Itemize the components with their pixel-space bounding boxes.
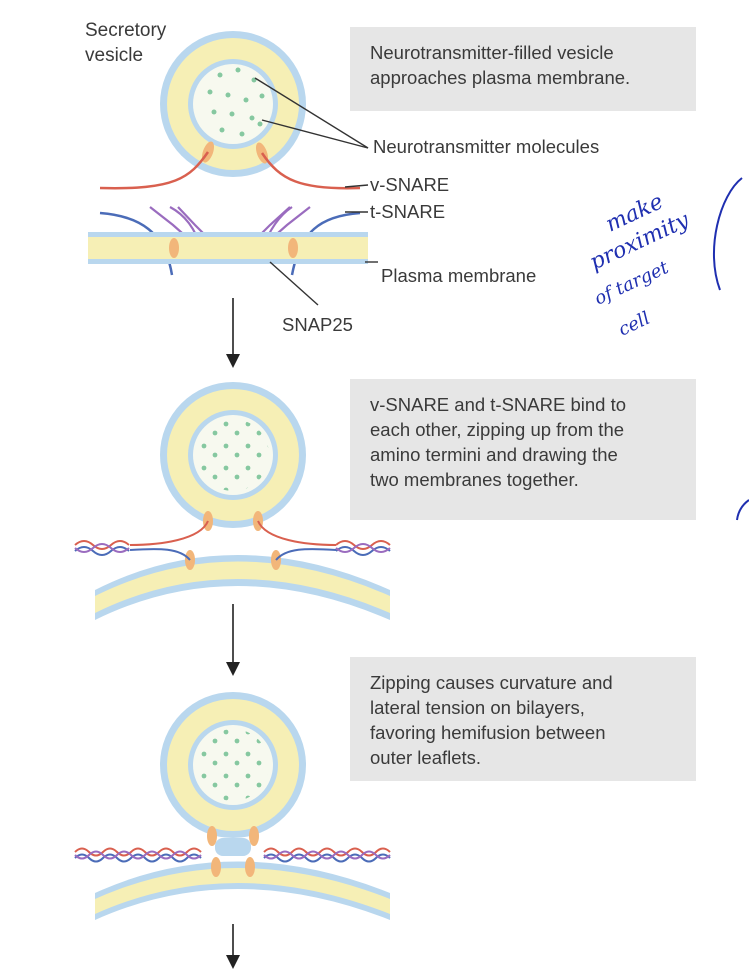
label-snap25: SNAP25 (282, 314, 353, 335)
handwritten-annotation: make proximity of target cell (586, 189, 694, 340)
step-3-caption-line-3: favoring hemifusion between (370, 722, 606, 743)
curved-plasma-membrane-2 (95, 555, 390, 620)
label-secretory-line-1: Secretory (85, 20, 167, 41)
label-neurotransmitter-molecules: Neurotransmitter molecules (373, 136, 600, 157)
label-v-snare: v-SNARE (370, 174, 450, 195)
step-1-caption-line-1: Neurotransmitter-filled vesicle (370, 42, 614, 63)
secretory-vesicle (160, 31, 306, 177)
secretory-vesicle-2 (160, 382, 306, 528)
snare-complex-3 (74, 826, 391, 877)
note-line-4: cell (615, 308, 653, 341)
curved-plasma-membrane-3 (95, 838, 390, 920)
step-3-caption-line-1: Zipping causes curvature and (370, 672, 613, 693)
step-2-caption-line-2: each other, zipping up from the (370, 419, 625, 440)
step-2-caption: v-SNARE and t-SNARE bind to each other, … (350, 379, 696, 520)
neurotransmitter-molecules (207, 67, 265, 137)
step-2-caption-line-4: two membranes together. (370, 469, 579, 490)
v-snare-proteins (99, 141, 361, 190)
stage-1-artwork (88, 31, 378, 368)
step-3-caption-line-4: outer leaflets. (370, 747, 482, 768)
label-secretory-line-2: vesicle (85, 45, 144, 66)
secretory-vesicle-3 (160, 692, 306, 838)
arrow-3 (226, 924, 240, 969)
label-t-snare: t-SNARE (370, 201, 446, 222)
label-plasma-membrane: Plasma membrane (381, 265, 537, 286)
arrow-2 (226, 604, 240, 676)
step-1-caption: Neurotransmitter-filled vesicle approach… (350, 27, 696, 111)
leader-lines (254, 77, 378, 306)
step-3-caption-line-2: lateral tension on bilayers, (370, 697, 585, 718)
step-1-caption-line-2: approaches plasma membrane. (370, 67, 631, 88)
step-2-caption-line-1: v-SNARE and t-SNARE bind to (370, 394, 627, 415)
snare-complex-2 (74, 511, 391, 570)
label-secretory-vesicle: Secretory vesicle (85, 18, 166, 68)
step-2-caption-line-3: amino termini and drawing the (370, 444, 618, 465)
stage-2-artwork (74, 382, 391, 676)
handwritten-bracket-bottom (736, 499, 749, 521)
handwritten-bracket-top (713, 177, 743, 291)
plasma-membrane (88, 232, 368, 264)
arrow-1 (226, 298, 240, 368)
stage-3-artwork (74, 692, 391, 969)
step-3-caption: Zipping causes curvature and lateral ten… (350, 657, 696, 781)
